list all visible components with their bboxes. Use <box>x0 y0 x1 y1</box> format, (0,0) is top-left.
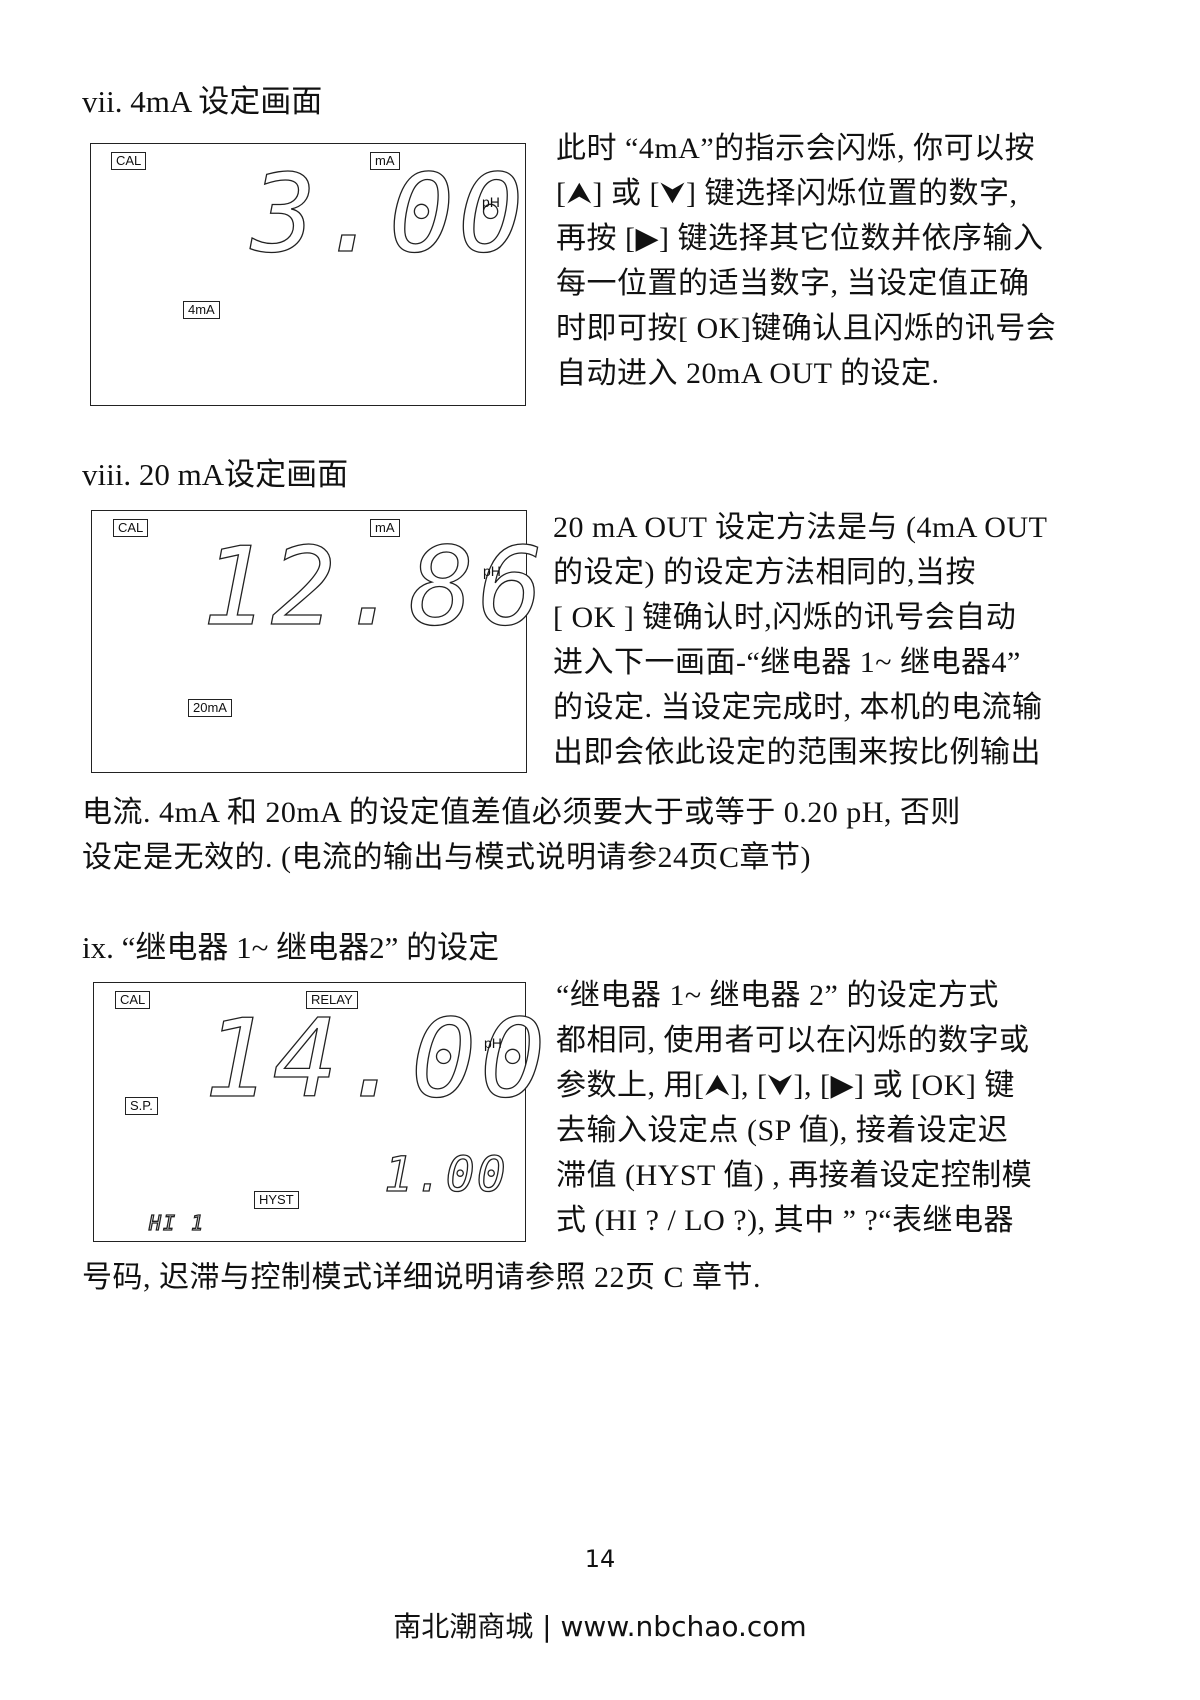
section-heading-20ma: viii. 20 mA设定画面 <box>82 457 349 492</box>
lcd-relay-tag: RELAY <box>306 991 358 1009</box>
section-20ma-note: 电流. 4mA 和 20mA 的设定值差值必须要大于或等于 0.20 pH, 否… <box>82 790 961 880</box>
section-20ma-description: 20 mA OUT 设定方法是与 (4mA OUT 的设定) 的设定方法相同的,… <box>553 505 1047 775</box>
text-line: 进入下一画面-“继电器 1~ 继电器4” <box>553 646 1021 679</box>
text-line: 每一位置的适当数字, 当设定值正确 <box>556 267 1030 300</box>
lcd-hysteresis-value: 1.00 <box>383 1146 508 1203</box>
lcd-ph-unit: pH <box>483 563 501 579</box>
text-line: [⮝] 或 [⮟] 键选择闪烁位置的数字, <box>556 177 1018 210</box>
text-line: 都相同, 使用者可以在闪烁的数字或 <box>556 1024 1030 1057</box>
text-line: 自动进入 20mA OUT 的设定. <box>556 357 940 390</box>
text-line: 的设定. 当设定完成时, 本机的电流输 <box>553 691 1043 724</box>
text-line: “继电器 1~ 继电器 2” 的设定方式 <box>556 979 999 1012</box>
text-line: 的设定) 的设定方法相同的,当按 <box>553 556 976 589</box>
lcd-setpoint-tag: S.P. <box>125 1097 158 1115</box>
lcd-4ma-tag: 4mA <box>183 301 220 319</box>
lcd-ph-unit: pH <box>482 194 500 210</box>
section-relay-description: “继电器 1~ 继电器 2” 的设定方式 都相同, 使用者可以在闪烁的数字或 参… <box>556 973 1032 1243</box>
lcd-main-value: 3.00 <box>250 152 528 277</box>
text-line: 时即可按[ OK]键确认且闪烁的讯号会 <box>556 312 1057 345</box>
lcd-main-value: 14.00 <box>203 997 550 1122</box>
lcd-main-value: 12.86 <box>201 525 548 650</box>
lcd-display-relay: CAL RELAY 14.00 pH S.P. 1.00 HYST HI 1 <box>93 982 546 1242</box>
text-line: 设定是无效的. (电流的输出与模式说明请参24页C章节) <box>82 841 811 874</box>
lcd-cal-tag: CAL <box>113 519 149 537</box>
text-line: 出即会依此设定的范围来按比例输出 <box>553 736 1041 769</box>
lcd-cal-tag: CAL <box>115 991 151 1009</box>
section-relay-note: 号码, 迟滞与控制模式详细说明请参照 22页 C 章节. <box>82 1255 761 1300</box>
lcd-ma-tag: mA <box>370 152 400 170</box>
lcd-display-4ma: CAL mA 3.00 pH 4mA <box>90 143 526 406</box>
text-line: 参数上, 用[⮝], [⮟], [▶] 或 [OK] 键 <box>556 1069 1015 1102</box>
text-line: 式 (HI ? / LO ?), 其中 ” ?“表继电器 <box>556 1204 1015 1237</box>
lcd-control-mode: HI 1 <box>148 1210 206 1235</box>
footer-brand: 南北潮商城 | www.nbchao.com <box>393 1610 807 1643</box>
section-heading-relay: ix. “继电器 1~ 继电器2” 的设定 <box>82 930 500 965</box>
text-line: 号码, 迟滞与控制模式详细说明请参照 22页 C 章节. <box>82 1261 762 1294</box>
text-line: 再按 [▶] 键选择其它位数并依序输入 <box>556 222 1044 255</box>
text-line: [ OK ] 键确认时,闪烁的讯号会自动 <box>553 601 1017 634</box>
lcd-hyst-tag: HYST <box>254 1191 299 1209</box>
page-number: 14 <box>584 1545 616 1573</box>
section-heading-4ma: vii. 4mA 设定画面 <box>82 84 323 119</box>
lcd-ma-tag: mA <box>370 519 400 537</box>
text-line: 滞值 (HYST 值) , 再接着设定控制模 <box>556 1159 1033 1192</box>
lcd-display-20ma: CAL mA 12.86 pH 20mA <box>91 510 544 773</box>
text-line: 去输入设定点 (SP 值), 接着设定迟 <box>556 1114 1009 1147</box>
text-line: 此时 “4mA”的指示会闪烁, 你可以按 <box>556 132 1036 165</box>
lcd-20ma-tag: 20mA <box>188 699 232 717</box>
text-line: 电流. 4mA 和 20mA 的设定值差值必须要大于或等于 0.20 pH, 否… <box>82 796 961 829</box>
text-line: 20 mA OUT 设定方法是与 (4mA OUT <box>553 511 1048 544</box>
lcd-cal-tag: CAL <box>111 152 147 170</box>
lcd-ph-unit: pH <box>484 1035 502 1051</box>
section-4ma-description: 此时 “4mA”的指示会闪烁, 你可以按 [⮝] 或 [⮟] 键选择闪烁位置的数… <box>556 126 1056 396</box>
